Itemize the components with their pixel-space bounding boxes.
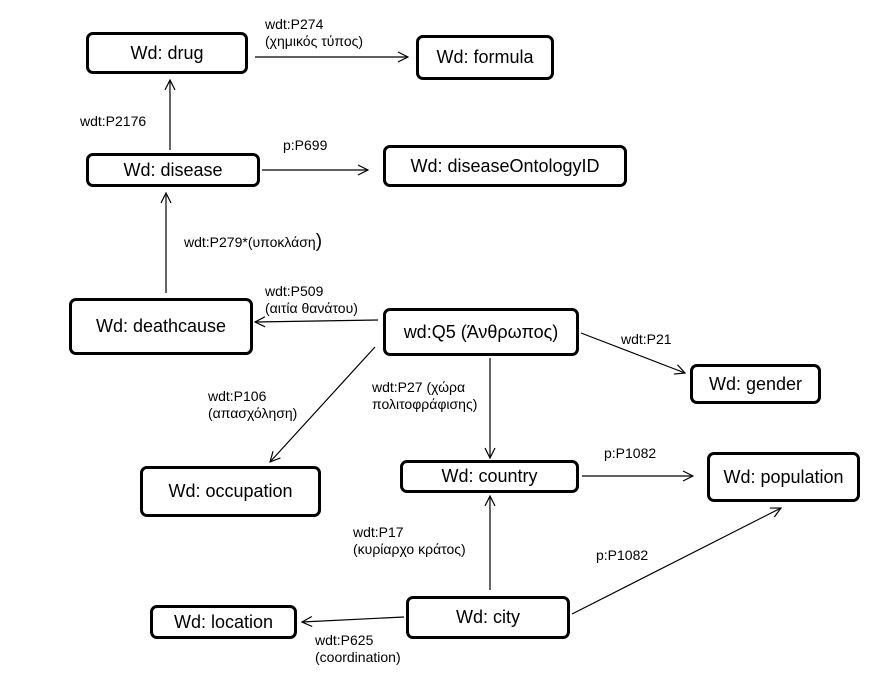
edge-label-p1082-country: p:P1082 <box>604 445 656 462</box>
edge-label-p274-id: wdt:P274 <box>265 16 324 32</box>
node-location[interactable]: Wd: location <box>150 605 297 639</box>
edge-label-p699-id: p:P699 <box>283 137 328 153</box>
node-gender[interactable]: Wd: gender <box>690 364 821 404</box>
node-formula-label: Wd: formula <box>436 47 534 67</box>
edge-label-p106: wdt:P106 (απασχόληση) <box>208 388 297 422</box>
node-population[interactable]: Wd: population <box>707 452 860 502</box>
edge-label-p509-id: wdt:P509 <box>265 283 324 299</box>
node-gender-label: Wd: gender <box>708 373 803 394</box>
edge-label-p1082-country-id: p:P1082 <box>604 445 657 461</box>
node-q5-human[interactable]: wd:Q5 (Άνθρωπος) <box>383 308 579 356</box>
edge-label-p279: wdt:P279*(υποκλάση) <box>184 231 323 252</box>
edge-label-p17-desc: (κυρίαρχο κράτος) <box>353 541 466 557</box>
edge-city-population <box>571 508 781 615</box>
edge-label-p27: wdt:P27 (χώρα πολιτοφράφισης) <box>372 379 477 413</box>
edge-label-p699: p:P699 <box>283 137 327 154</box>
node-city-label: Wd: city <box>455 607 520 627</box>
edge-label-p17-id: wdt:P17 <box>353 524 404 540</box>
node-disease[interactable]: Wd: disease <box>86 153 260 187</box>
node-drug[interactable]: Wd: drug <box>86 32 248 74</box>
node-deathcause[interactable]: Wd: deathcause <box>69 298 253 355</box>
edge-label-p21-id: wdt:P21 <box>621 331 672 347</box>
edge-label-p21: wdt:P21 <box>621 331 672 348</box>
edge-label-p509-desc: (αιτία θανάτου) <box>265 300 358 316</box>
edge-label-p17: wdt:P17 (κυρίαρχο κράτος) <box>353 524 466 558</box>
node-q5-human-label: wd:Q5 (Άνθρωπος) <box>403 321 559 342</box>
edge-label-p106-desc: (απασχόληση) <box>208 405 298 421</box>
edge-q5-deathcause <box>255 320 379 322</box>
edge-label-p625-id: wdt:P625 <box>315 632 374 648</box>
node-disease-ontology-id[interactable]: Wd: diseaseOntologyID <box>383 145 627 187</box>
edge-label-p274-desc: (χημικός τύπος) <box>265 33 364 49</box>
node-occupation-label: Wd: occupation <box>168 481 293 501</box>
edge-q5-gender <box>580 332 685 373</box>
node-country[interactable]: Wd: country <box>400 460 579 493</box>
edge-label-p1082-city: p:P1082 <box>596 547 648 564</box>
node-drug-label: Wd: drug <box>130 42 204 63</box>
edge-label-p2176: wdt:P2176 <box>80 113 146 130</box>
edge-label-p27-id: wdt:P27 (χώρα <box>372 379 466 395</box>
node-formula[interactable]: Wd: formula <box>416 35 554 80</box>
edge-label-p2176-id: wdt:P2176 <box>80 113 147 129</box>
edge-label-p279-id: wdt:P279*(υποκλάση <box>184 234 316 250</box>
edge-label-p279-paren: ) <box>315 231 323 252</box>
node-disease-ontology-id-label: Wd: diseaseOntologyID <box>410 155 600 176</box>
edge-label-p106-id: wdt:P106 <box>208 388 267 404</box>
node-city[interactable]: Wd: city <box>406 596 570 639</box>
edge-label-p625: wdt:P625 (coordination) <box>315 632 401 666</box>
edge-label-p625-desc: (coordination) <box>315 649 401 665</box>
node-population-label: Wd: population <box>723 466 844 487</box>
edge-city-location <box>302 617 405 622</box>
edge-q5-occupation <box>270 346 376 462</box>
edge-label-p1082-city-id: p:P1082 <box>596 547 649 563</box>
node-deathcause-label: Wd: deathcause <box>95 316 227 336</box>
node-country-label: Wd: country <box>441 466 538 486</box>
edge-label-p509: wdt:P509 (αιτία θανάτου) <box>265 283 358 317</box>
node-occupation[interactable]: Wd: occupation <box>140 466 321 517</box>
node-disease-label: Wd: disease <box>123 159 223 180</box>
edge-label-p274: wdt:P274 (χημικός τύπος) <box>265 16 363 50</box>
node-location-label: Wd: location <box>173 611 274 632</box>
edge-label-p27-desc: πολιτοφράφισης) <box>372 396 478 412</box>
